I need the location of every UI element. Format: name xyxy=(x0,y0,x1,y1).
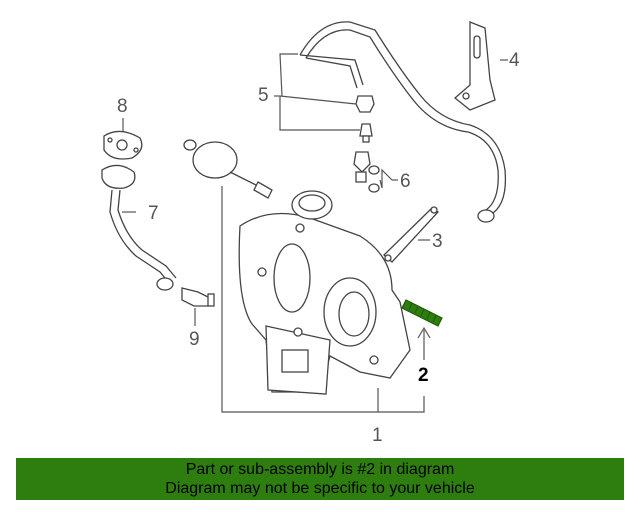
stud-highlighted xyxy=(401,299,443,327)
oil-return-pipe xyxy=(101,164,177,291)
callout-4: 4 xyxy=(509,50,520,71)
banjo-bolt xyxy=(353,151,380,193)
callout-1: 1 xyxy=(372,425,383,446)
callout-5: 5 xyxy=(258,85,269,106)
banner-line-1: Part or sub-assembly is #2 in diagram xyxy=(185,461,455,478)
oil-feed-pipe xyxy=(299,21,507,223)
callout-7: 7 xyxy=(148,203,159,224)
callout-8: 8 xyxy=(117,96,128,117)
flange-gasket xyxy=(103,130,143,160)
turbocharger-diagram xyxy=(101,21,508,413)
banner-line-2: Diagram may not be specific to your vehi… xyxy=(165,480,475,497)
leader-lines xyxy=(122,53,508,413)
callout-6: 6 xyxy=(400,171,411,192)
callout-2: 2 xyxy=(418,365,429,386)
info-banner: Part or sub-assembly is #2 in diagram Di… xyxy=(16,458,624,500)
banjo-fittings xyxy=(355,95,375,143)
elbow-fitting xyxy=(181,287,215,307)
callout-9: 9 xyxy=(189,329,200,350)
pipe-bracket xyxy=(453,21,496,111)
callout-3: 3 xyxy=(432,231,443,252)
heat-shield-strap xyxy=(383,206,439,263)
turbocharger-body xyxy=(238,190,411,395)
wastegate-actuator xyxy=(183,139,273,199)
